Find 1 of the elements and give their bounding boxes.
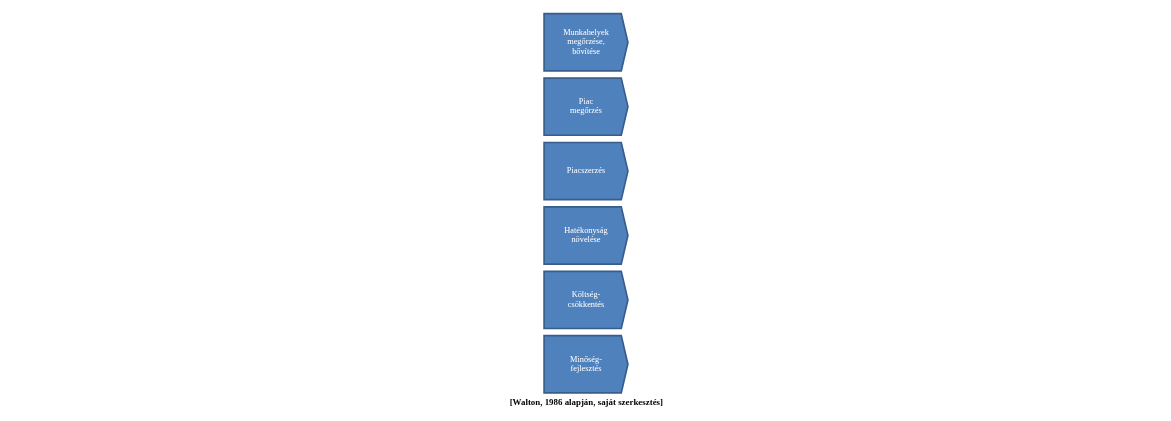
caption: [Walton, 1986 alapján, saját szerkesztés] — [509, 396, 663, 407]
